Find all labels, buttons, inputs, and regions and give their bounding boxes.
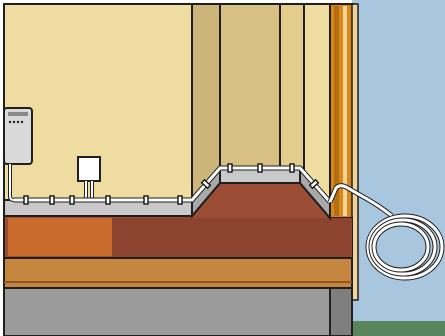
outdoor-sky <box>352 0 445 336</box>
concrete-foundation-side <box>330 288 352 336</box>
cable-clip <box>290 164 294 172</box>
cable-clip <box>144 196 148 204</box>
cable-clip <box>24 196 28 204</box>
floor-front-mid <box>112 218 352 258</box>
cable-clip <box>70 196 74 204</box>
cable-clip <box>228 164 232 172</box>
outdoor-grass <box>352 321 445 336</box>
cable-clip <box>258 164 262 172</box>
cable-clip <box>106 196 110 204</box>
alcove-right-inner-wall <box>280 4 304 168</box>
floor-front-left-highlight <box>8 218 112 256</box>
alcove-back-wall <box>220 4 280 168</box>
wall-outlet-icon <box>78 157 100 181</box>
wood-joist <box>4 258 352 288</box>
electrical-panel-icon <box>4 108 32 164</box>
cable-clip <box>50 196 54 204</box>
cable-clip <box>178 196 182 204</box>
concrete-foundation <box>4 288 334 336</box>
